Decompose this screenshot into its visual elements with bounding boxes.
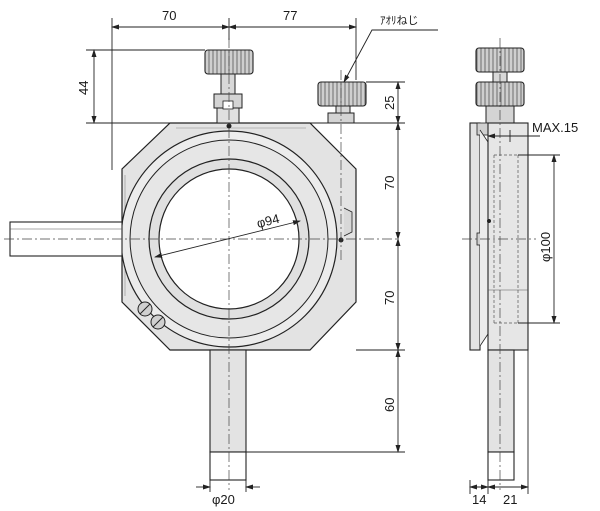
side-dimensions — [469, 130, 560, 494]
dim-max-depth: MAX.15 — [532, 120, 578, 135]
side-knob — [317, 81, 367, 107]
dim-side-w1: 14 — [472, 492, 486, 507]
top-knob-stem — [220, 71, 236, 95]
dim-aperture: φ94 — [255, 211, 281, 231]
dim-top-right: 77 — [283, 8, 297, 23]
side-view-body — [487, 122, 529, 351]
label-adjust-screw: ｱｵﾘねじ — [380, 14, 419, 27]
dim-knob-height: 44 — [76, 81, 91, 95]
dim-side-knob: 25 — [382, 96, 397, 110]
bottom-rod — [209, 349, 247, 453]
dim-upper: 70 — [382, 176, 397, 190]
dim-rod-dia: φ20 — [212, 492, 235, 507]
side-view — [462, 38, 536, 490]
dim-rod-length: 60 — [382, 398, 397, 412]
dim-top-left: 70 — [162, 8, 176, 23]
dim-side-w2: 21 — [503, 492, 517, 507]
dim-optic-dia: φ100 — [538, 232, 553, 262]
dim-lower: 70 — [382, 291, 397, 305]
front-dimensions — [86, 18, 438, 492]
side-view-rod — [487, 349, 515, 453]
front-view — [4, 38, 400, 490]
